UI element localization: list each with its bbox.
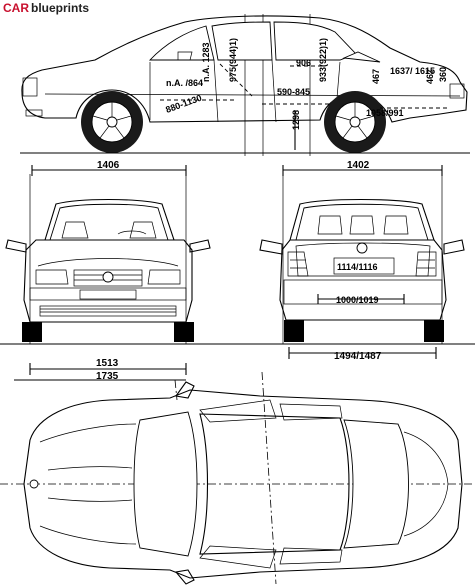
front-overall-width: 1735 xyxy=(96,371,119,382)
dim-center-height: 1298 xyxy=(291,110,301,130)
side-c-pillar-glass xyxy=(342,51,381,63)
rear-right-tire xyxy=(424,320,444,342)
front-right-tire xyxy=(174,322,194,342)
front-grille xyxy=(73,269,143,287)
rear-body xyxy=(279,239,447,321)
front-body xyxy=(23,239,193,323)
rear-plate xyxy=(333,257,395,275)
top-right-mirror xyxy=(174,569,195,585)
side-taillight xyxy=(449,83,465,99)
dim-rear-length: 1058/991 xyxy=(366,108,404,118)
top-rear-window xyxy=(343,419,409,549)
logo-suffix: blueprints xyxy=(31,1,89,15)
front-left-headlight xyxy=(35,269,69,285)
front-right-headlight xyxy=(147,269,181,285)
dim-headroom-front: 975(944)1) xyxy=(228,38,238,82)
rear-left-mirror xyxy=(259,239,283,255)
rear-right-taillight xyxy=(415,251,437,277)
dim-headroom-rear: 933(922)1) xyxy=(318,38,328,82)
side-front-wheel xyxy=(81,91,143,153)
front-cabin xyxy=(44,198,175,241)
rear-badge xyxy=(356,242,368,254)
front-windshield xyxy=(49,203,169,241)
dim-seat-to-roof-front: n.A. 1283 xyxy=(201,42,211,82)
front-view: 1513 1735 xyxy=(0,174,475,382)
dim-rear-height-a: 467 xyxy=(425,69,435,84)
rear-left-taillight xyxy=(287,251,309,277)
top-front-badge xyxy=(29,479,39,489)
side-rear-wheel xyxy=(324,91,386,153)
dim-rear-seat-height: 467 xyxy=(371,69,381,84)
side-view: 1406 1402 n.A. /864 n.A. 1283 975(944)1)… xyxy=(20,14,470,176)
side-front-window xyxy=(211,21,273,61)
dim-rear-leg: 590-845 xyxy=(277,87,310,97)
side-body-outline xyxy=(21,15,468,123)
logo-brand: CAR xyxy=(3,1,29,15)
front-track-label: 1406 xyxy=(97,160,120,171)
logo: CAR blueprints xyxy=(3,1,89,15)
front-right-mirror xyxy=(189,239,211,253)
top-left-mirror xyxy=(175,381,195,399)
dim-rear-height-b: 360 xyxy=(438,67,448,82)
rear-cabin xyxy=(289,198,435,241)
rear-left-tire xyxy=(284,320,304,342)
rear-view: 1114/1116 1000/1019 1494/1487 xyxy=(259,174,465,362)
front-plate xyxy=(79,289,137,300)
dim-front-leg: 880-1130 xyxy=(164,93,203,115)
rear-track-value: 1494/1487 xyxy=(334,351,382,362)
trunk-opening-value: 1000/1019 xyxy=(336,295,379,305)
rear-window xyxy=(295,203,429,241)
side-rear-window xyxy=(273,21,357,61)
dim-rear-roof: 906 xyxy=(296,58,311,68)
dim-trunk-width: 1637/ 1615 xyxy=(390,66,435,76)
dim-front-overhang-height: n.A. /864 xyxy=(166,78,203,88)
top-windshield xyxy=(133,411,198,557)
side-mirror xyxy=(177,51,193,61)
front-track-value: 1513 xyxy=(96,358,119,369)
side-windshield xyxy=(148,25,215,61)
rear-track-label: 1402 xyxy=(347,160,370,171)
side-headlight xyxy=(22,77,38,97)
front-left-tire xyxy=(22,322,42,342)
front-badge xyxy=(102,271,114,283)
front-left-mirror xyxy=(5,239,27,253)
rear-right-mirror xyxy=(443,239,465,255)
top-body-outline xyxy=(23,389,463,579)
top-view xyxy=(0,371,475,585)
rear-plate-label: 1114/1116 xyxy=(337,262,378,272)
